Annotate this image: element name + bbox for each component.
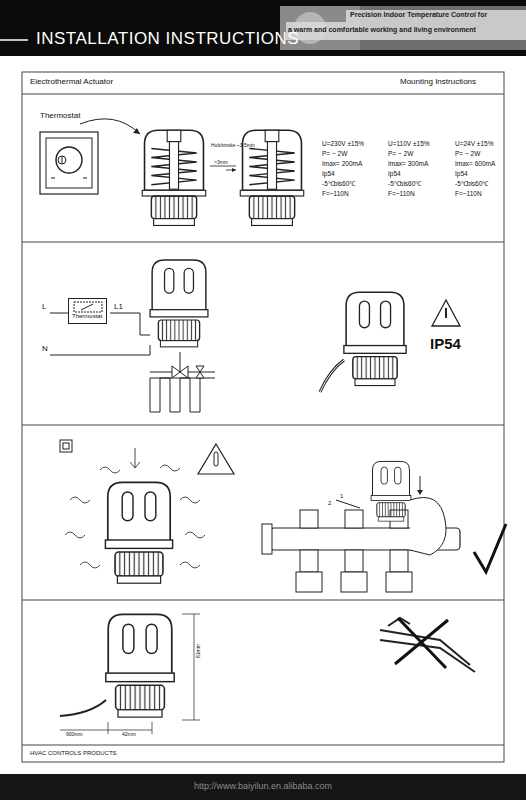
label: 42mm	[122, 732, 136, 738]
label: Electrothermal Actuator	[30, 78, 113, 87]
label: Hub/stroke ~3-5min	[211, 143, 255, 149]
label: http://www.baiyilun.en.alibaba.com	[0, 782, 526, 792]
label: Imax= 600mA	[455, 160, 495, 167]
label: N	[42, 345, 48, 354]
label: Ip54	[388, 170, 401, 177]
switch-symbol	[73, 301, 103, 313]
label: Imax= 300mA	[388, 160, 428, 167]
label: -5℃bis60℃	[455, 180, 488, 187]
label: P= ~ 2W	[322, 150, 347, 157]
label: Precision Indoor Temperature Control for	[350, 11, 487, 19]
label: IP54	[430, 336, 461, 353]
label: F=~110N	[455, 190, 482, 197]
label: 2	[328, 500, 331, 507]
label: P= ~ 2W	[455, 150, 480, 157]
label: Mounting Instructions	[400, 78, 476, 87]
label: 1	[340, 493, 343, 500]
label: >3mm	[214, 160, 228, 166]
label: U=24V ±15%	[455, 140, 493, 147]
label: 61mm	[196, 644, 202, 658]
label: L1	[114, 303, 123, 312]
node-text: Thermostat	[40, 112, 81, 121]
label: Imax= 200mA	[322, 160, 362, 167]
label: Ip54	[455, 170, 468, 177]
node-text: Thermostat	[72, 313, 103, 320]
thermostat-icon-label: Thermostat	[40, 112, 81, 121]
label: L	[42, 303, 46, 312]
label: HVAC CONTROLS PRODUCTS	[30, 750, 117, 757]
label: -5℃bis60℃	[388, 180, 421, 187]
thermostat-box: Thermostat	[68, 298, 107, 324]
label: a warm and comfortable working and livin…	[288, 26, 476, 34]
page-title: INSTALLATION INSTRUCTIONS	[36, 30, 299, 49]
label: U=230V ±15%	[322, 140, 364, 147]
label: -5℃bis60℃	[322, 180, 355, 187]
label: 900mm	[66, 732, 83, 738]
label: U=110V ±15%	[388, 140, 430, 147]
label: P= ~ 2W	[388, 150, 413, 157]
label: F=~110N	[322, 190, 349, 197]
label: Ip54	[322, 170, 335, 177]
label: F=~110N	[388, 190, 415, 197]
